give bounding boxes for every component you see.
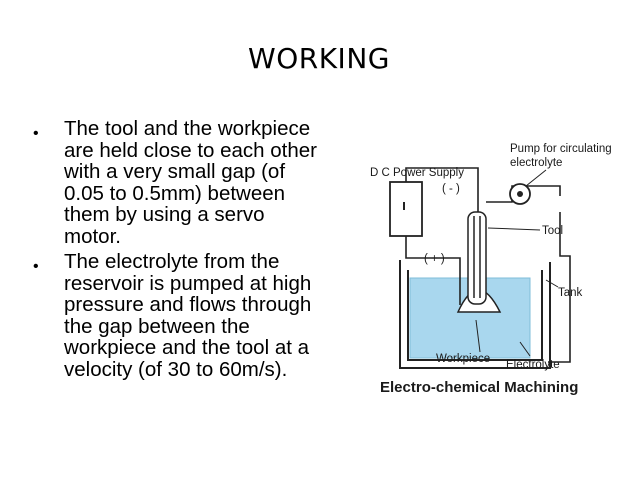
bullet-dot: • bbox=[33, 125, 39, 142]
bullet-line: pressure and flows through bbox=[64, 293, 312, 316]
label-electrolyte: Electrolyte bbox=[506, 359, 560, 371]
bullet-dot: • bbox=[33, 258, 39, 275]
label-minus: ( - ) bbox=[442, 183, 460, 195]
bullet-line: motor. bbox=[64, 224, 121, 248]
bullet-line: workpiece and the tool at a bbox=[64, 336, 310, 359]
bullet-item: • The tool and the workpiece are held cl… bbox=[26, 118, 366, 247]
label-pump-line2: electrolyte bbox=[510, 157, 562, 169]
label-tool: Tool bbox=[542, 225, 563, 237]
bullet-line: 0.05 to 0.5mm) between bbox=[64, 181, 286, 205]
bullet-line: The tool and the workpiece bbox=[64, 117, 311, 140]
label-plus: ( + ) bbox=[424, 253, 445, 265]
bullet-line: are held close to each other bbox=[64, 138, 317, 162]
label-workpiece: Workpiece bbox=[436, 353, 490, 365]
ecm-diagram: Pump for circulating electrolyte D C Pow… bbox=[370, 143, 612, 396]
bullet-line: them by using a servo bbox=[64, 203, 265, 226]
label-pump-line1: Pump for circulating bbox=[510, 143, 612, 155]
bullet-line: The electrolyte from the bbox=[64, 250, 280, 273]
bullet-list: • The tool and the workpiece are held cl… bbox=[26, 118, 366, 384]
bullet-line: velocity (of 30 to 60m/s). bbox=[64, 357, 288, 381]
slide-title: WORKING bbox=[248, 42, 390, 75]
bullet-line: reservoir is pumped at high bbox=[64, 271, 312, 295]
bullet-item: • The electrolyte from the reservoir is … bbox=[26, 251, 366, 380]
label-tank: Tank bbox=[558, 287, 583, 299]
diagram-caption: Electro-chemical Machining bbox=[380, 379, 578, 396]
wiring bbox=[405, 167, 571, 363]
tank bbox=[399, 260, 551, 369]
power-supply-box bbox=[389, 181, 423, 237]
bullet-line: with a very small gap (of bbox=[64, 160, 286, 183]
bullet-line: the gap between the bbox=[64, 314, 250, 338]
tool-shape bbox=[467, 211, 487, 305]
label-power: D C Power Supply bbox=[370, 167, 464, 179]
